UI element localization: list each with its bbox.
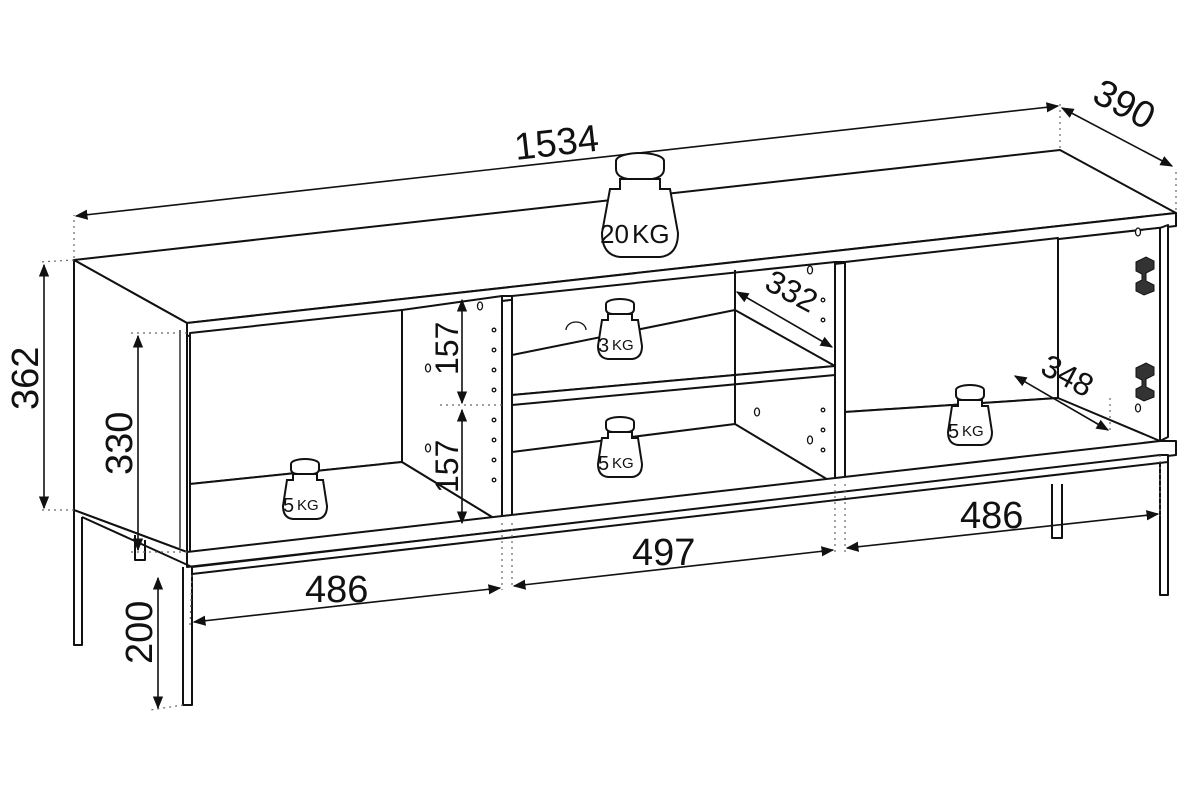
label-right-width: 486	[960, 495, 1023, 537]
left-compartment-back	[189, 309, 403, 485]
dimension-width-total: 1534	[74, 102, 1060, 220]
dimension-left-width: 486	[192, 569, 502, 626]
leg-front-left	[73, 510, 83, 646]
leg-front-right	[1159, 455, 1169, 596]
weight-upper-shelf-icon: 3 KG	[596, 298, 644, 360]
weight-upper-number: 3	[598, 335, 609, 357]
leg-front-mid	[182, 567, 193, 706]
weight-left-bottom-icon: 5 KG	[281, 458, 329, 520]
leg-frame-rail	[191, 454, 1169, 575]
label-depth-total: 390	[1086, 71, 1162, 138]
label-height-body: 330	[99, 412, 141, 475]
weight-right-bottom-icon: 5 KG	[946, 384, 994, 446]
dimension-middle-width: 497	[512, 532, 835, 590]
dimension-shelf-gap-upper: 157	[429, 298, 468, 405]
leg-back-left	[134, 535, 146, 561]
extension-lines	[39, 104, 1177, 711]
dimension-height-total: 362	[5, 263, 50, 510]
label-width-total: 1534	[512, 118, 601, 169]
weight-left-number: 5	[283, 495, 294, 517]
dimension-depth-total: 390	[1060, 71, 1174, 167]
weight-right-number: 5	[948, 421, 959, 443]
label-shelf-gap-upper: 157	[429, 322, 465, 375]
legs	[73, 454, 1169, 706]
weight-left-unit: KG	[297, 497, 319, 514]
label-height-legs: 200	[119, 601, 161, 664]
hinge-bottom-icon	[1135, 362, 1155, 402]
dimension-height-body: 330	[99, 334, 144, 552]
label-height-total: 362	[5, 347, 47, 410]
leg-back-right	[1051, 484, 1063, 539]
open-door	[1159, 224, 1169, 442]
hinge-top-icon	[1135, 256, 1155, 296]
shelf-holes	[424, 227, 1142, 483]
label-left-width: 486	[305, 569, 368, 611]
dimension-height-legs: 200	[119, 576, 164, 710]
label-middle-width: 497	[632, 532, 695, 574]
weight-lower-unit: KG	[612, 455, 634, 472]
weight-lower-shelf-icon: 5 KG	[596, 416, 644, 478]
dimension-right-width: 486	[845, 495, 1160, 552]
right-compartment-back	[844, 237, 1059, 413]
weight-top-unit: KG	[632, 219, 670, 249]
weight-top-number: 20	[600, 219, 629, 249]
weight-right-unit: KG	[962, 423, 984, 440]
weight-upper-unit: KG	[612, 337, 634, 354]
upper-shelf-front	[511, 365, 836, 406]
weight-lower-number: 5	[598, 453, 609, 475]
label-shelf-gap-lower: 157	[429, 440, 465, 493]
weight-top-icon: 20 KG	[600, 152, 680, 258]
dimension-shelf-gap-lower: 157	[429, 408, 468, 525]
